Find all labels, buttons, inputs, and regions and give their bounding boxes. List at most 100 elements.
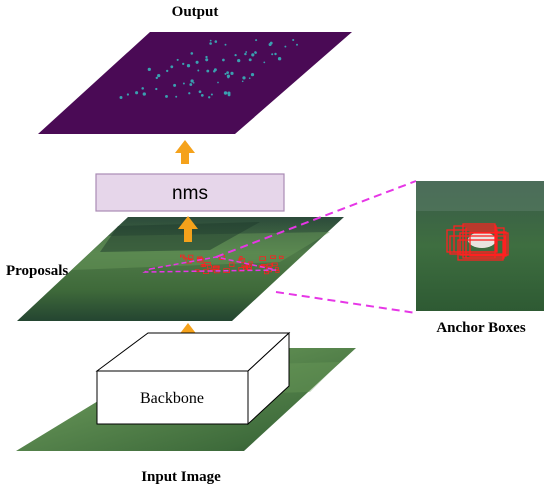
anchor-box — [459, 232, 509, 256]
nms-box — [95, 173, 285, 212]
proposal-box — [212, 265, 220, 270]
detection-dot — [274, 52, 277, 56]
detection-dot — [209, 42, 212, 45]
detection-dot — [165, 94, 168, 98]
proposal-box — [206, 264, 212, 269]
anchor-box — [453, 225, 497, 253]
detection-dot — [255, 39, 258, 42]
detection-dot — [292, 38, 295, 42]
proposals-image — [17, 217, 344, 321]
anchor-boxes-image-haze — [416, 181, 544, 211]
detection-dot — [190, 79, 194, 83]
detection-dot — [190, 52, 194, 55]
detection-dot — [268, 42, 272, 47]
zoom-link-top — [215, 180, 417, 258]
proposal-box — [213, 265, 220, 269]
input-image-label: Input Image — [141, 469, 221, 485]
detection-dot — [142, 92, 146, 96]
detection-dot — [251, 53, 255, 57]
detection-dot — [141, 87, 144, 90]
proposal-box — [248, 261, 253, 265]
detection-dot — [263, 61, 266, 64]
detection-dot — [170, 65, 174, 69]
proposals-label: Proposals — [6, 263, 68, 279]
detection-dot — [217, 81, 219, 84]
backbone-box-front — [96, 370, 249, 425]
detection-dot — [230, 71, 234, 75]
detection-dot — [224, 72, 227, 75]
detection-dot — [248, 58, 252, 62]
detection-dot — [241, 80, 244, 83]
detection-dot — [271, 53, 274, 56]
anchor-box — [462, 223, 496, 259]
detection-dot — [237, 58, 241, 63]
detection-dot — [205, 58, 209, 62]
output-label: Output — [172, 4, 219, 20]
anchor-box — [449, 235, 506, 255]
proposals-region-outline — [142, 256, 277, 273]
detection-dot — [245, 51, 248, 53]
proposal-box — [197, 256, 203, 259]
proposal-box — [270, 255, 276, 259]
detection-dot — [157, 73, 161, 78]
detection-dot — [226, 71, 229, 74]
detection-dot — [206, 69, 210, 73]
anchor-box — [457, 239, 504, 261]
detection-dot — [222, 58, 225, 62]
detection-dot — [173, 83, 177, 87]
proposal-box — [241, 264, 248, 268]
detection-dot — [254, 51, 257, 54]
proposal-box — [275, 267, 279, 271]
detection-dot — [248, 77, 251, 80]
detection-dot — [195, 60, 199, 64]
detection-dot — [223, 91, 228, 95]
detection-dot — [176, 58, 179, 61]
proposal-box — [271, 262, 278, 267]
detection-dot — [242, 76, 246, 80]
proposal-box — [179, 254, 185, 258]
up-arrow-icon — [175, 140, 195, 164]
detection-dot — [155, 76, 159, 80]
detection-dot — [296, 43, 298, 46]
detection-dot — [182, 82, 185, 85]
proposal-box — [202, 263, 206, 267]
nms-label: nms — [172, 183, 208, 204]
anchor-box — [469, 231, 507, 257]
detection-dot — [126, 93, 130, 96]
proposals-image-shadow — [100, 222, 260, 252]
detection-dot — [119, 96, 123, 99]
detection-dot — [213, 70, 216, 73]
detection-dot — [214, 40, 218, 43]
detection-dot — [192, 81, 195, 84]
detection-dot — [244, 52, 247, 56]
detection-dot — [200, 94, 204, 97]
anchor-boxes — [446, 223, 509, 261]
detection-dot — [197, 69, 200, 72]
detection-dot — [198, 90, 202, 94]
detection-dot — [189, 83, 193, 86]
detection-dot — [166, 69, 169, 73]
detection-dot — [284, 45, 287, 48]
detection-dot — [155, 87, 158, 91]
detection-dot — [227, 93, 231, 97]
detection-dot — [224, 43, 227, 46]
output-detections — [119, 38, 298, 99]
detection-dot — [208, 96, 211, 99]
anchor-boxes-label: Anchor Boxes — [436, 320, 525, 336]
proposal-box — [278, 255, 284, 260]
output-feature-map — [38, 32, 352, 134]
detection-dot — [250, 72, 255, 77]
zoom-link-bottom — [275, 291, 417, 314]
backbone-label: Backbone — [140, 390, 204, 407]
proposal-box — [259, 256, 266, 262]
proposal-box — [266, 263, 274, 267]
detection-dot — [186, 64, 191, 68]
detection-dot — [182, 62, 185, 66]
proposal-box — [183, 256, 187, 260]
detection-dot — [277, 57, 282, 61]
proposal-box — [275, 270, 280, 273]
up-arrow-icon — [178, 216, 198, 242]
detection-dot — [205, 55, 208, 59]
detection-dot — [226, 74, 231, 78]
